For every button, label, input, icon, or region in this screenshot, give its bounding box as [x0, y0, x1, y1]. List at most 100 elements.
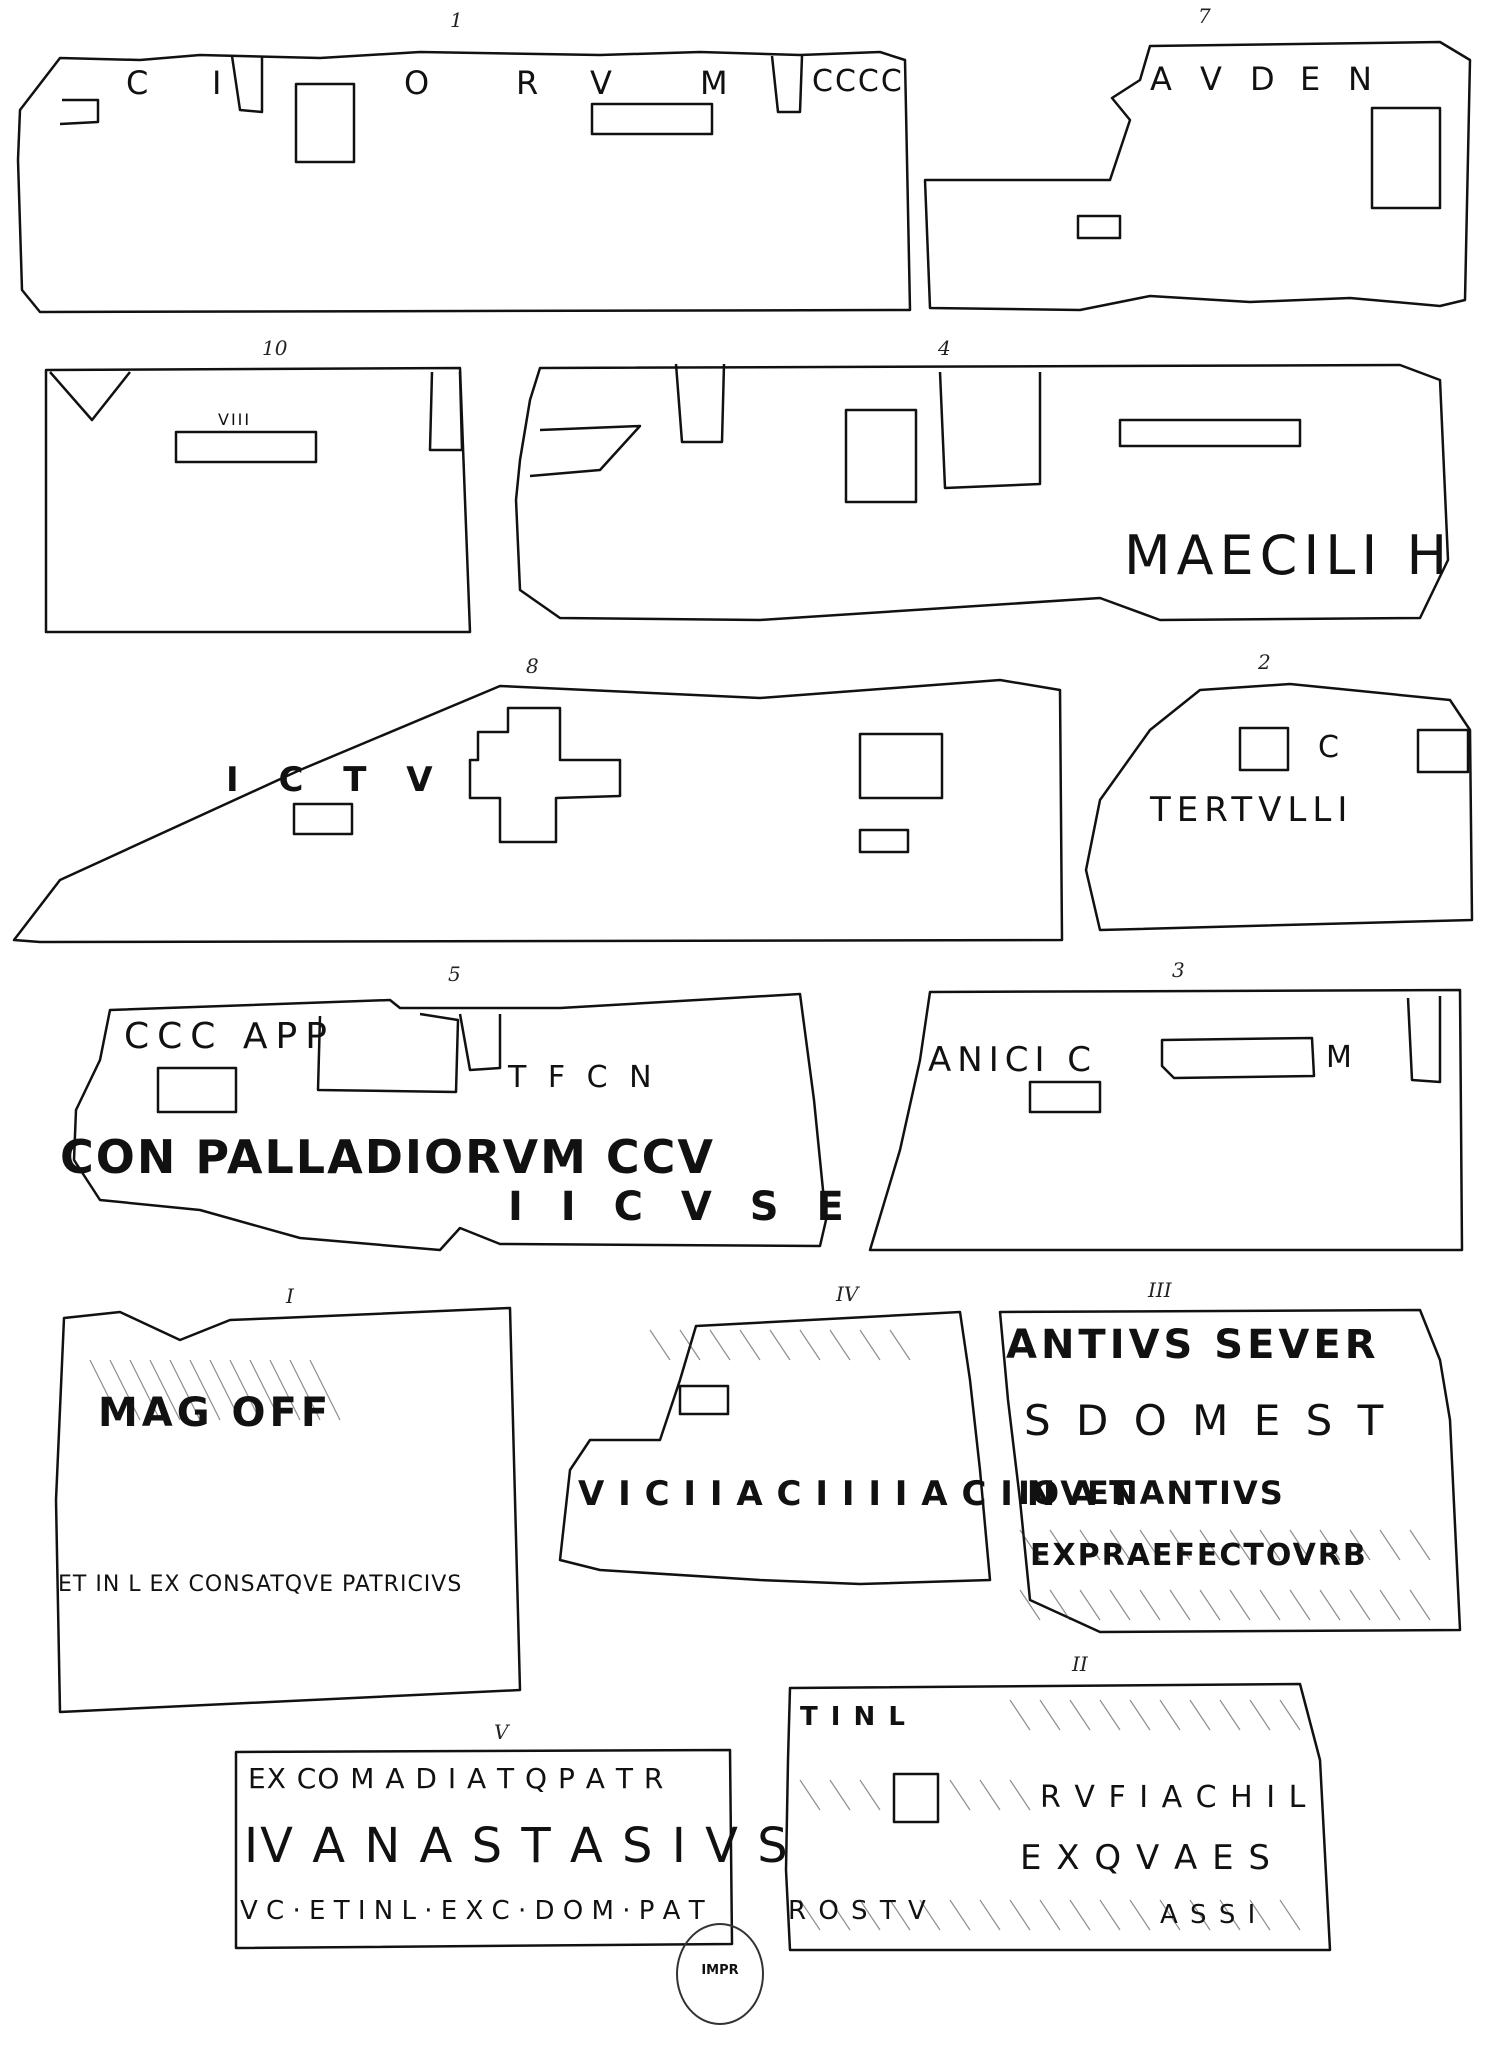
fragment-10-outline — [44, 366, 472, 634]
fragment-number: 2 — [1258, 650, 1271, 674]
inscription-line: IOVENANTIVS — [1018, 1474, 1285, 1512]
inscription-line: EX CO M A D I A T Q P A T R — [248, 1762, 665, 1795]
fragment-7-outline — [923, 40, 1472, 312]
inscription-letter: M — [1326, 1040, 1356, 1075]
fragment-number: I — [286, 1284, 294, 1308]
inscription-letter: C — [126, 64, 153, 102]
stamp-text: IMPR — [701, 1963, 739, 1978]
fragment-number: II — [1072, 1652, 1088, 1676]
inscription-letter: A — [1150, 60, 1186, 98]
fragment-7-cavity — [1076, 214, 1122, 240]
fragment-1-outline — [16, 50, 912, 314]
inscription-line: V I C I I A C I I I I A C I N A T — [578, 1474, 1134, 1514]
fragment-number: 1 — [450, 8, 463, 32]
library-stamp: IMPR — [676, 1923, 764, 2025]
fragment-8-cavity — [292, 802, 354, 836]
inscription-line: E X Q V A E S — [1020, 1838, 1272, 1878]
fragment-number: 10 — [262, 336, 288, 360]
fragment-5-cavity — [156, 1066, 238, 1114]
fragment-5-notch — [458, 1013, 502, 1072]
hatching — [799, 1899, 1301, 1931]
inscription-line: V C · E T I N L · E X C · D O M · P A T — [240, 1896, 705, 1926]
inscription-line: ET IN L EX CONSATQVE PATRICIVS — [58, 1572, 463, 1597]
fragment-number: 7 — [1198, 4, 1211, 28]
inscription-letter: N — [1348, 60, 1376, 98]
inscription-letter: D — [1250, 60, 1279, 98]
fragment-number: V — [494, 1720, 509, 1744]
inscription-line: T I N L — [800, 1702, 907, 1732]
hatching — [1009, 1699, 1301, 1731]
fragment-1-notch — [770, 55, 804, 114]
fragment-number: 8 — [526, 654, 539, 678]
fragment-8-outline — [12, 678, 1064, 944]
fragment-4-notch — [674, 363, 726, 444]
inscription-line: I I C V S E — [508, 1184, 856, 1230]
inscription-line: VIII — [218, 410, 252, 429]
fragment-4-outline — [514, 363, 1450, 622]
fragment-1-cavity — [590, 102, 714, 136]
inscription-line: MAECILI H — [1124, 524, 1454, 587]
fragment-II-cavity — [892, 1772, 940, 1824]
inscription-line: CCC APP — [124, 1016, 335, 1057]
fragment-8-cavity — [858, 828, 910, 854]
hatching — [799, 1779, 1031, 1811]
fragment-4-cavity — [1118, 418, 1302, 448]
fragment-2-outline — [1084, 682, 1474, 932]
fragment-IV-outline — [558, 1310, 992, 1586]
hatching — [1019, 1589, 1431, 1621]
fragment-8-cross-cavity — [468, 706, 622, 844]
inscription-letter: M — [700, 64, 732, 102]
fragment-2-cavity — [1416, 728, 1470, 774]
fragment-7-cavity — [1370, 106, 1442, 210]
inscription-letter: E — [1300, 60, 1325, 98]
fragment-5-outline — [72, 992, 828, 1252]
fragment-1-notch — [59, 98, 100, 126]
fragment-4-break — [529, 424, 642, 478]
inscription-line: IV A N A S T A S I V S — [244, 1818, 790, 1874]
inscription-line: CON PALLADIORVM CCV — [60, 1130, 716, 1184]
inscription-letter: O — [404, 64, 434, 102]
fragment-1-cavity — [294, 82, 356, 164]
fragment-1-notch — [230, 55, 264, 114]
fragment-III-outline — [998, 1308, 1462, 1634]
fragment-number: 5 — [448, 962, 461, 986]
inscription-letter: CCCC — [812, 64, 904, 99]
inscription-letter: R — [516, 64, 543, 102]
inscription-line: A S S I — [1160, 1900, 1258, 1930]
inscription-line: EXPRAEFECTOVRB — [1030, 1538, 1368, 1573]
inscription-line: S D O M E S T — [1024, 1396, 1390, 1445]
fragment-5-notch — [316, 1012, 460, 1094]
fragment-8-cavity — [858, 732, 944, 800]
hatching — [649, 1329, 911, 1361]
fragment-4-cavity — [938, 371, 1042, 490]
fragment-3-notch — [1406, 996, 1442, 1084]
fragment-number: 4 — [938, 336, 951, 360]
fragment-II-outline — [784, 1682, 1332, 1952]
fragment-IV-cavity — [678, 1384, 730, 1416]
inscription-letter: V — [590, 64, 616, 102]
inscription-line: ANTIVS SEVER — [1006, 1322, 1380, 1368]
hatching — [1019, 1529, 1431, 1561]
inscription-line: TERTVLLI — [1150, 790, 1354, 830]
fragment-number: 3 — [1172, 958, 1185, 982]
fragment-3-cavity — [1028, 1080, 1102, 1114]
fragment-4-cavity — [844, 408, 918, 504]
inscription-line: T F C N — [508, 1060, 658, 1095]
inscription-line: R V F I A C H I L — [1040, 1780, 1308, 1815]
fragment-10-chip — [49, 371, 131, 422]
inscription-line: MAG OFF — [98, 1390, 333, 1436]
inscription-letter: V — [1200, 60, 1226, 98]
fragment-number: IV — [836, 1282, 859, 1306]
inscription-line: R O S T V — [788, 1896, 928, 1926]
fragment-10-cavity — [174, 430, 318, 464]
hatching — [89, 1359, 341, 1421]
inscription-letter: C — [1318, 730, 1343, 765]
fragment-10-notch — [428, 371, 464, 452]
fragment-number: III — [1148, 1278, 1172, 1302]
inscription-line: I C T V — [226, 760, 447, 800]
inscription-line: ANICI C — [928, 1040, 1098, 1080]
fragment-3-cavity — [1160, 1036, 1316, 1080]
fragment-3-outline — [868, 988, 1464, 1252]
fragment-2-cavity — [1238, 726, 1290, 772]
inscription-letter: I — [212, 64, 226, 102]
